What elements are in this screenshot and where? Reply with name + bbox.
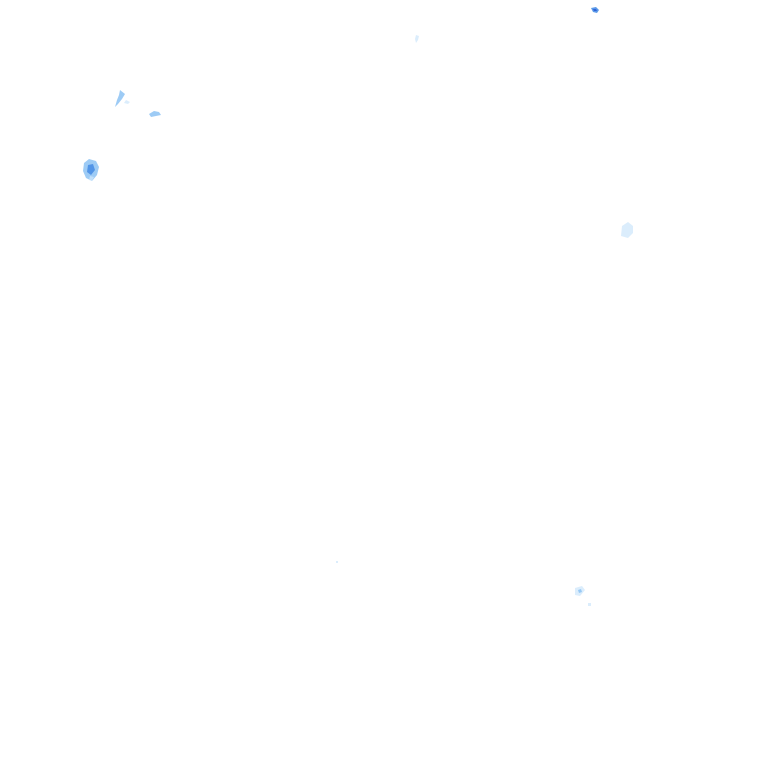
radar-echo-center-south (336, 561, 338, 563)
radar-echo-east (621, 222, 633, 238)
radar-echo-southeast-speck (588, 603, 591, 606)
radar-echo-northeast (591, 7, 599, 13)
radar-echo-west-streak (115, 90, 130, 107)
radar-echo-southeast (575, 586, 585, 596)
radar-echo-north (415, 35, 419, 43)
radar-echo-west-cluster (83, 159, 99, 181)
radar-echo-west-small (149, 111, 161, 117)
